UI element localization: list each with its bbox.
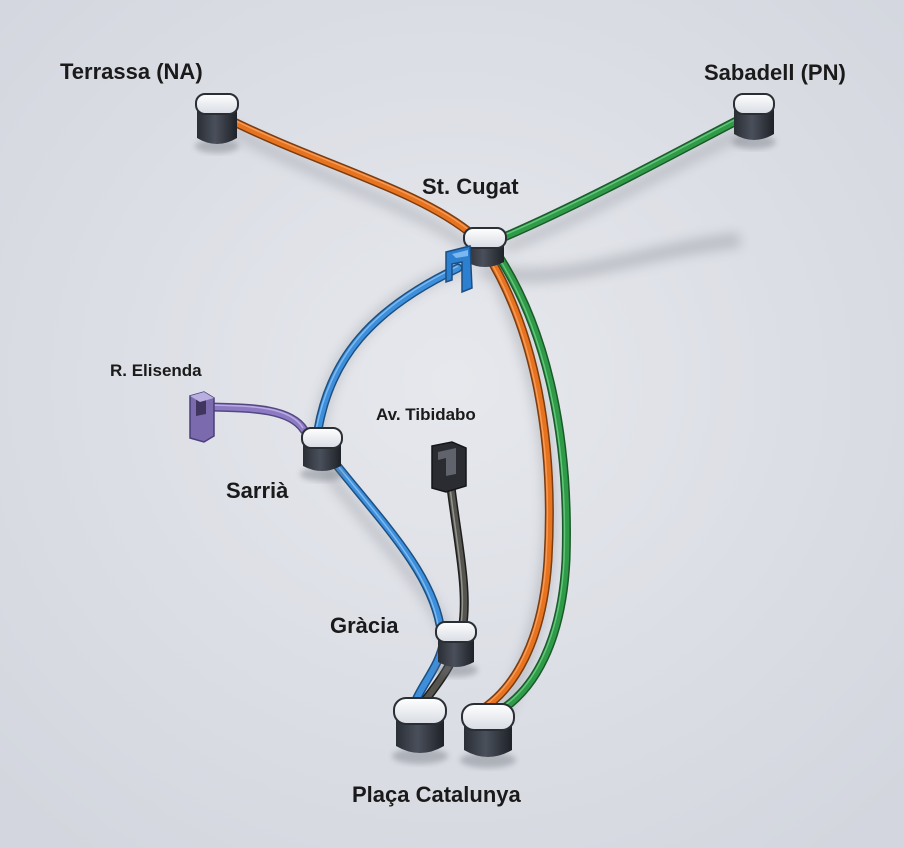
st-cugat-station[interactable]: [445, 227, 507, 294]
st-cugat-line: [313, 263, 463, 705]
terrassa-line: [221, 113, 554, 717]
sabadell-line-tube-south: [493, 249, 570, 715]
gracia-station[interactable]: [434, 621, 478, 677]
terrassa-line-tube-south: [475, 249, 553, 715]
sabadell-station[interactable]: [732, 93, 776, 149]
reina-elisenda-line: [205, 402, 309, 435]
gracia-label: Gràcia: [330, 613, 399, 638]
st-cugat-line-tube: [315, 265, 461, 433]
r-elisenda-station[interactable]: [189, 391, 215, 443]
sabadell-label: Sabadell (PN): [704, 60, 846, 85]
reina-elisenda-line-tube: [207, 404, 307, 433]
st-cugat-label: St. Cugat: [422, 174, 519, 199]
r-elisenda-label: R. Elisenda: [110, 361, 202, 380]
av-tibidabo-label: Av. Tibidabo: [376, 405, 476, 424]
sarria-station[interactable]: [300, 427, 344, 481]
sabadell-line-tube: [499, 113, 749, 241]
terrassa-station[interactable]: [195, 93, 239, 153]
placa-catalunya-label: Plaça Catalunya: [352, 782, 522, 807]
sabadell-line: [491, 111, 751, 717]
av-tibidabo-station[interactable]: [431, 441, 467, 493]
placa-catalunya-station[interactable]: [392, 697, 516, 768]
st-cugat-branch-bracket: [445, 245, 473, 294]
sarria-label: Sarrià: [226, 478, 289, 503]
terrassa-line-tube: [223, 115, 477, 239]
terrassa-label: Terrassa (NA): [60, 59, 203, 84]
